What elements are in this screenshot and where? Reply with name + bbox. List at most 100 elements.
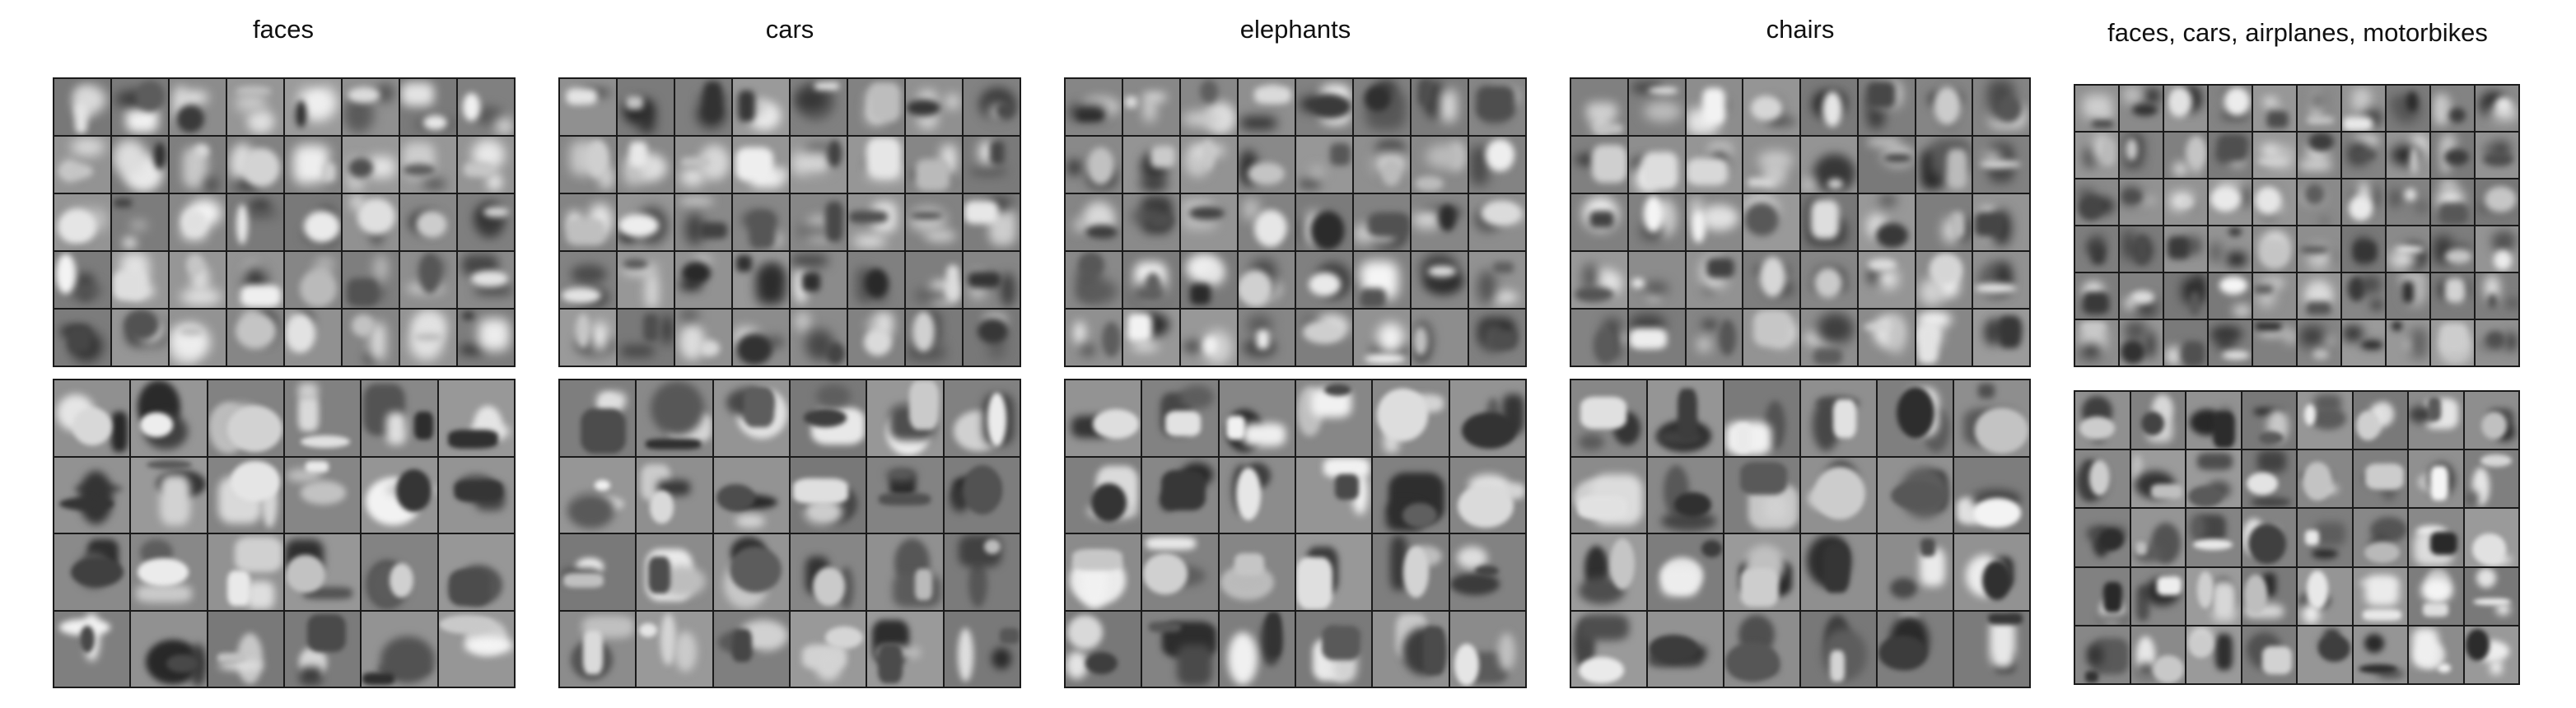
object-part-patch [1142,611,1218,687]
second-layer-bases-grid-elephants [1064,379,1527,688]
filter-patch [2120,320,2163,366]
object-part-patch [867,457,943,533]
object-part-patch [1373,457,1449,533]
filter-patch [1743,252,1799,308]
object-part-patch [362,534,437,610]
filter-patch [1181,194,1237,250]
filter-patch [54,252,110,308]
filter-patch [1916,194,1972,250]
filter-patch [618,137,674,193]
object-part-patch [438,457,514,533]
filter-patch [400,252,456,308]
filter-patch [2431,133,2474,178]
filter-patch [458,137,514,193]
object-part-patch [1648,611,1723,687]
object-part-patch [2130,626,2185,683]
object-part-patch [208,457,283,533]
filter-patch [848,252,904,308]
filter-patch [285,194,341,250]
filter-patch [964,137,1020,193]
filter-patch [1296,310,1352,366]
filter-patch [112,79,168,135]
filter-patch [2298,133,2340,178]
column-title-mixed: faces, cars, airplanes, motorbikes [2107,18,2488,47]
object-part-patch [1954,457,2029,533]
object-part-patch [2242,509,2296,566]
filter-patch [2209,226,2252,272]
filter-patch [848,310,904,366]
object-part-patch [1571,534,1646,610]
filter-patch [733,79,789,135]
object-part-patch [1373,611,1449,687]
object-part-patch [208,380,283,456]
filter-patch [227,194,283,250]
object-part-patch [2464,509,2518,566]
filter-patch [2253,273,2296,319]
filter-patch [285,137,341,193]
object-part-patch [637,534,712,610]
object-part-patch [1801,380,1876,456]
filter-patch [1801,194,1857,250]
filter-patch [1973,137,2029,193]
object-part-patch [1648,380,1723,456]
filter-patch [1123,310,1179,366]
filter-patch [1571,137,1627,193]
column-title-faces: faces [252,15,315,44]
filter-patch [964,79,1020,135]
filter-patch [112,194,168,250]
filter-patch [2387,86,2429,131]
filter-patch [733,310,789,366]
filter-patch [1801,252,1857,308]
object-part-patch [2464,450,2518,508]
object-part-patch [285,457,361,533]
filter-patch [2164,273,2207,319]
filter-patch [227,310,283,366]
object-part-patch [2298,626,2352,683]
object-part-patch [1954,380,2029,456]
object-part-patch [1878,457,1953,533]
object-part-patch [438,380,514,456]
object-part-patch [2298,509,2352,566]
filter-patch [1743,194,1799,250]
filter-patch [1686,137,1743,193]
object-part-patch [560,380,636,456]
object-part-patch [2186,509,2241,566]
object-part-patch [1954,611,2029,687]
object-part-patch [944,534,1020,610]
filter-patch [2431,179,2474,225]
filter-patch [1181,79,1237,135]
object-part-patch [2353,567,2407,625]
filter-patch [2209,86,2252,131]
filter-patch [2298,226,2340,272]
filter-patch [906,252,962,308]
filter-patch [2342,320,2385,366]
filter-patch [170,252,226,308]
filter-patch [848,79,904,135]
filter-patch [1239,252,1295,308]
object-part-patch [2130,450,2185,508]
filter-patch [1123,252,1179,308]
filter-patch [1686,310,1743,366]
filter-patch [2120,133,2163,178]
filter-patch [2164,179,2207,225]
object-part-patch [1724,380,1799,456]
object-part-patch [1142,457,1218,533]
filter-patch [285,310,341,366]
filter-patch [1296,252,1352,308]
filter-patch [675,137,731,193]
object-part-patch [1066,457,1141,533]
filter-patch [675,194,731,250]
filter-patch [733,194,789,250]
object-part-patch [791,380,866,456]
object-part-patch [131,534,207,610]
filter-patch [2253,179,2296,225]
filter-patch [2075,133,2118,178]
object-part-patch [791,611,866,687]
filter-patch [1066,79,1122,135]
object-part-patch [2186,567,2241,625]
filter-patch [1469,310,1525,366]
filter-patch [2253,320,2296,366]
object-part-patch [1724,611,1799,687]
object-part-patch [560,457,636,533]
object-part-patch [285,534,361,610]
